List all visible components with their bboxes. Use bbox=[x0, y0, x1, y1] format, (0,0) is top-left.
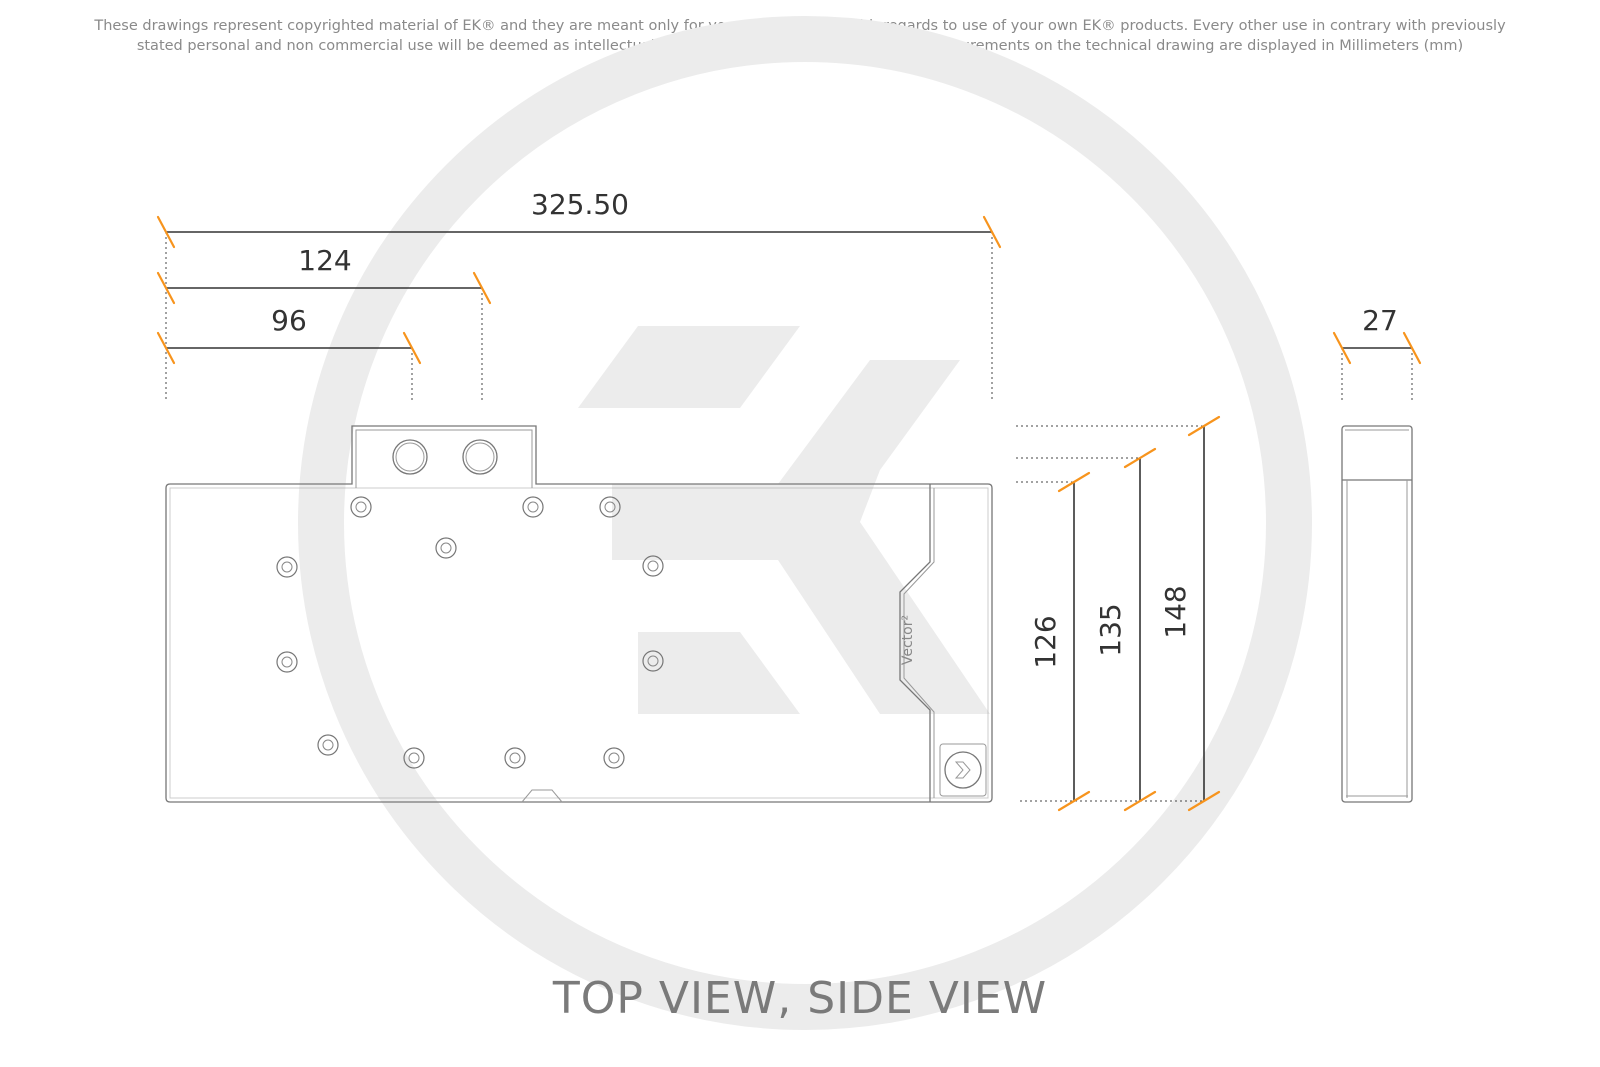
dimension-tick bbox=[472, 271, 492, 305]
dimension-tick bbox=[402, 331, 422, 365]
dimension-tick bbox=[1402, 331, 1422, 365]
screw-hole bbox=[642, 650, 664, 672]
screw-hole bbox=[504, 747, 526, 769]
ek-logo-watermark-icon bbox=[298, 16, 1312, 1030]
dim-height-mid: 135 bbox=[1094, 603, 1127, 656]
dim-height-full: 148 bbox=[1159, 585, 1192, 638]
dimension-tick bbox=[1057, 790, 1091, 812]
dimension-tick bbox=[1057, 471, 1091, 493]
screw-hole bbox=[522, 496, 544, 518]
screw-hole bbox=[276, 651, 298, 673]
screw-hole bbox=[403, 747, 425, 769]
extension-lines-top bbox=[165, 232, 993, 402]
dim-height-small: 126 bbox=[1029, 615, 1062, 668]
screw-hole bbox=[603, 747, 625, 769]
side-view bbox=[1341, 425, 1413, 803]
dimension-tick bbox=[982, 215, 1002, 249]
dimension-tick bbox=[1187, 415, 1221, 437]
dim-total-length: 325.50 bbox=[531, 188, 629, 221]
dim-port-inner: 96 bbox=[271, 304, 307, 337]
screw-holes bbox=[276, 496, 664, 769]
top-view: Vector² bbox=[165, 425, 993, 803]
dimension-tick bbox=[1332, 331, 1352, 365]
dim-port-outer: 124 bbox=[298, 244, 351, 277]
dimension-tick bbox=[1123, 447, 1157, 469]
dimension-tick bbox=[156, 215, 176, 249]
dimension-ticks bbox=[156, 215, 1422, 812]
view-caption: TOP VIEW, SIDE VIEW bbox=[552, 973, 1047, 1024]
screw-hole bbox=[350, 496, 372, 518]
dimension-lines bbox=[166, 231, 1412, 801]
screw-hole bbox=[317, 734, 339, 756]
screw-hole bbox=[642, 555, 664, 577]
screw-hole bbox=[599, 496, 621, 518]
dimension-tick bbox=[1123, 790, 1157, 812]
product-label: Vector² bbox=[900, 615, 916, 665]
dim-thickness: 27 bbox=[1362, 304, 1398, 337]
dimension-tick bbox=[156, 271, 176, 305]
dimension-tick bbox=[156, 331, 176, 365]
screw-hole bbox=[435, 537, 457, 559]
extension-lines-side bbox=[1016, 348, 1413, 802]
screw-hole bbox=[276, 556, 298, 578]
dimension-tick bbox=[1187, 790, 1221, 812]
ek-logo-badge-icon bbox=[944, 751, 982, 789]
